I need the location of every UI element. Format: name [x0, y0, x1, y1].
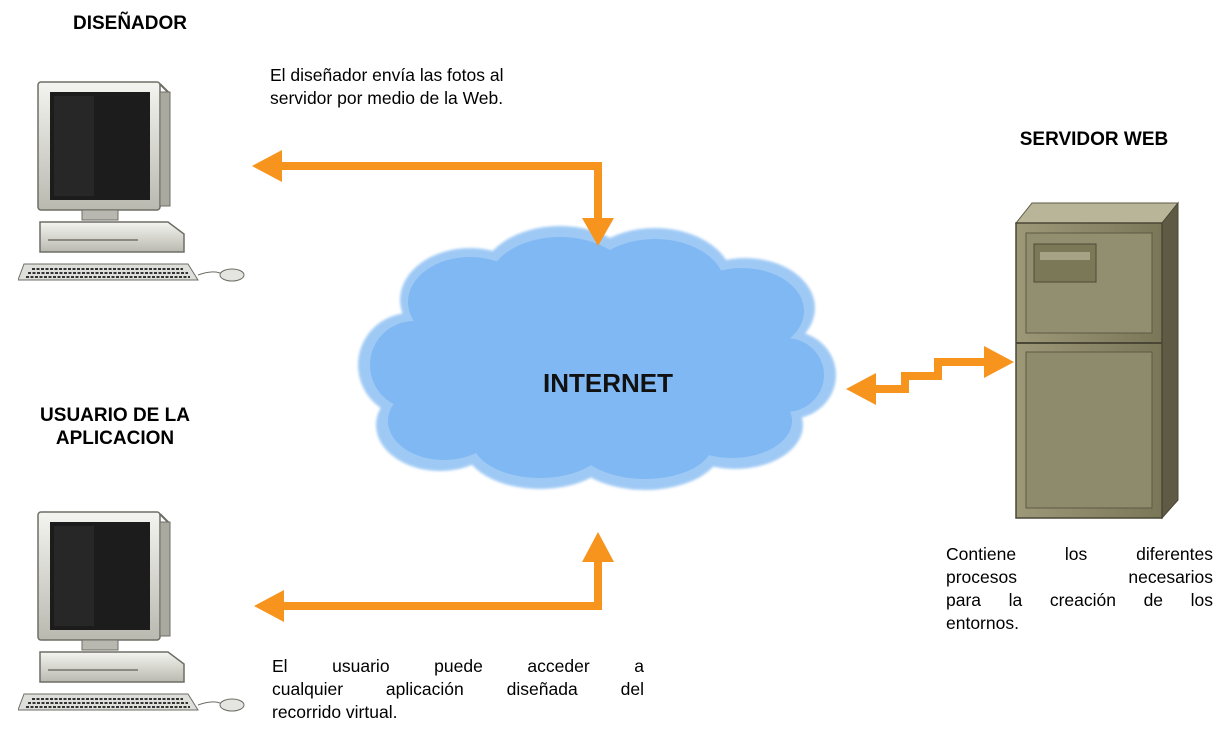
internet-label: INTERNET — [543, 368, 673, 398]
arrowhead-left-icon — [252, 150, 282, 182]
user-description-line-2: cualquier aplicación diseñada del — [272, 679, 644, 699]
server-internet-arrow — [870, 358, 988, 393]
server-description-line-4: entornos. — [946, 613, 1019, 633]
user-title: USUARIO DE LA APLICACION — [0, 404, 230, 450]
user-description-line-3: recorrido virtual. — [272, 702, 398, 722]
user-internet-arrow — [280, 558, 602, 610]
arrowhead-left-icon — [846, 373, 876, 405]
designer-title: DISEÑADOR — [72, 13, 187, 34]
designer-description-line-1: El diseñador envía las fotos al — [270, 65, 504, 85]
designer-description-line-2: servidor por medio de la Web. — [270, 88, 504, 108]
user-description: El usuario puede acceder a cualquier apl… — [272, 655, 644, 724]
designer-internet-arrow — [278, 162, 602, 222]
user-title-line-1: USUARIO DE LA — [40, 405, 190, 426]
server-description: Contiene los diferentes procesos necesar… — [946, 543, 1213, 635]
server-description-line-2: procesos necesarios — [946, 567, 1213, 587]
desktop-computer-icon — [18, 511, 245, 712]
desktop-computer-icon — [18, 81, 245, 282]
arrowhead-left-icon — [254, 590, 284, 622]
user-description-line-1: El usuario puede acceder a — [272, 656, 644, 676]
arrowhead-up-icon — [582, 532, 614, 562]
arrowhead-right-icon — [984, 346, 1014, 378]
server-description-line-1: Contiene los diferentes — [946, 544, 1213, 564]
designer-description: El diseñador envía las fotos al servidor… — [270, 64, 630, 110]
server-title: SERVIDOR WEB — [1019, 129, 1169, 150]
user-title-line-2: APLICACION — [55, 428, 175, 449]
server-description-line-3: para la creación de los — [946, 590, 1213, 610]
server-tower-icon — [1014, 201, 1180, 520]
arrowhead-down-icon — [582, 218, 614, 246]
